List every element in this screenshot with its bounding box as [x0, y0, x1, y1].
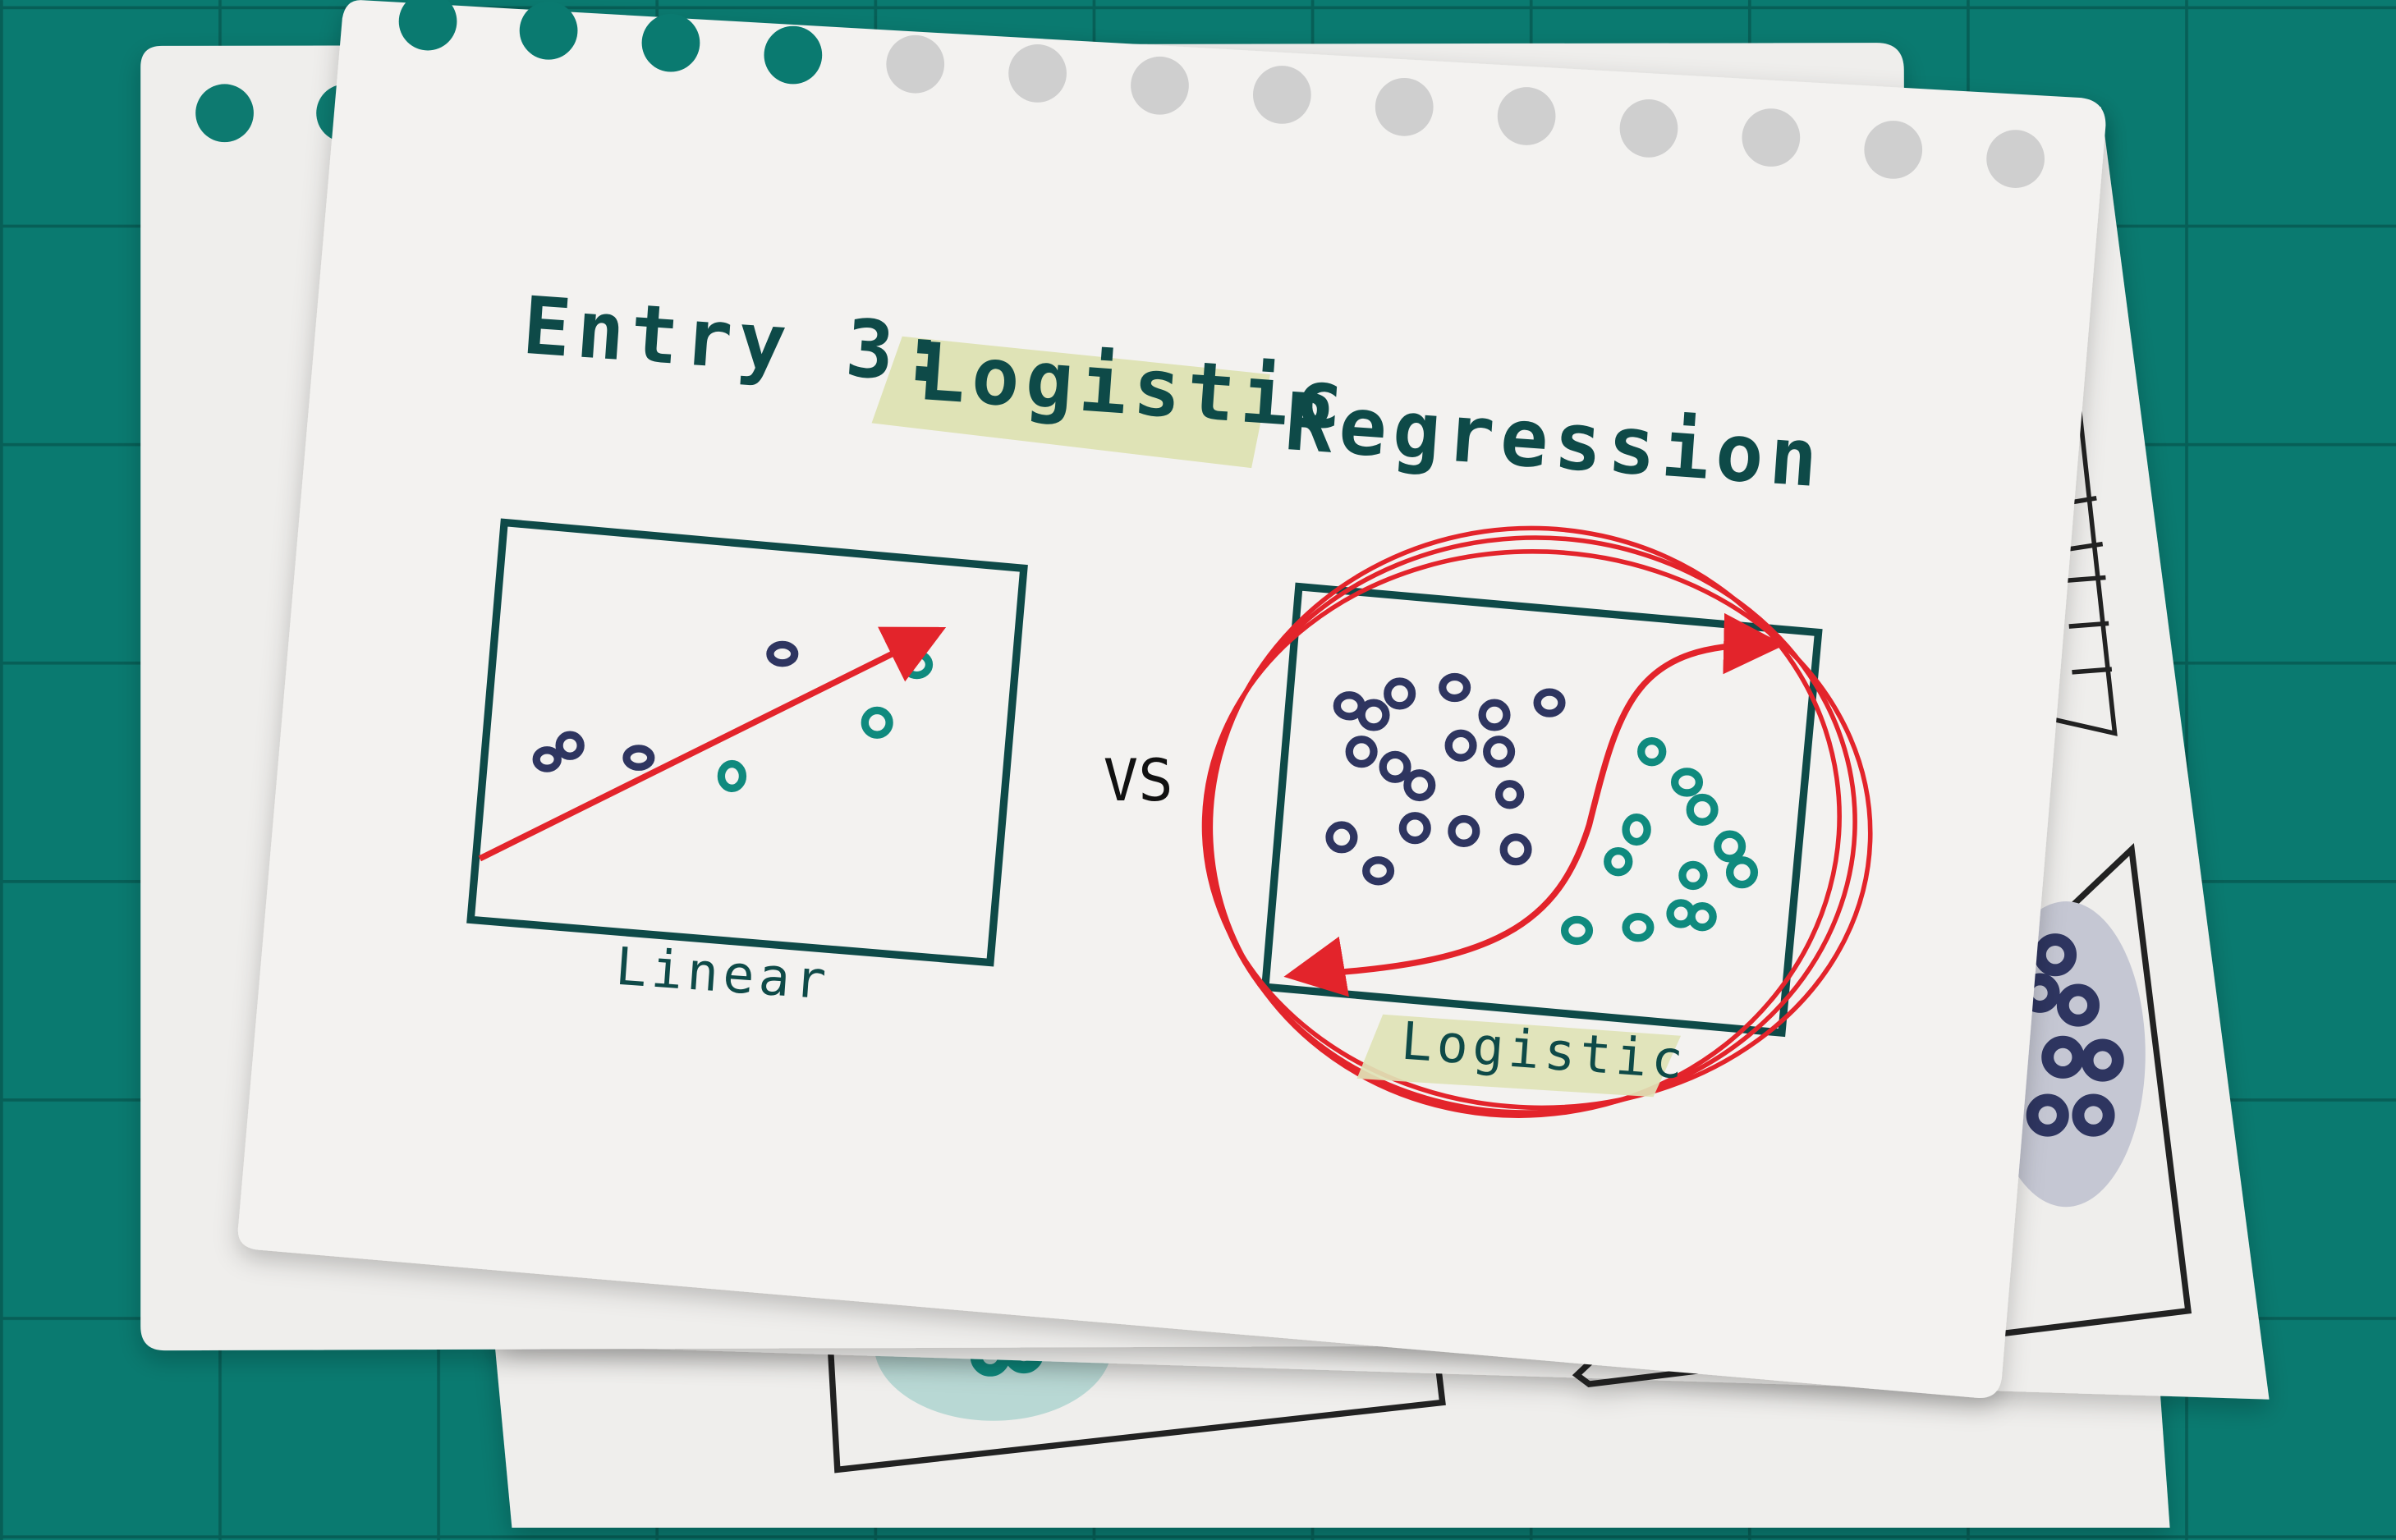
logistic-frame — [1260, 582, 1823, 1038]
curve-arrow-icon — [1298, 612, 1785, 979]
hole-icon — [886, 34, 2045, 188]
linear-label: Linear — [613, 936, 833, 1011]
logistic-points-navy — [1325, 672, 1566, 886]
arrow-icon — [478, 626, 947, 862]
circle-annotation-icon — [1201, 525, 1873, 1118]
hole-icon — [398, 0, 823, 85]
binder-holes — [398, 0, 2045, 188]
logistic-label-highlight — [1356, 1014, 1682, 1098]
linear-frame — [466, 518, 1028, 967]
logistic-panel: Logistic — [1201, 525, 1873, 1118]
logistic-points-teal — [1560, 736, 1759, 946]
vs-label: VS — [1104, 746, 1173, 814]
linear-points-navy — [532, 640, 799, 772]
linear-panel: Linear — [466, 518, 1028, 1011]
curve-arrow-icon-start — [1283, 936, 1349, 997]
title-highlight — [871, 336, 1271, 469]
